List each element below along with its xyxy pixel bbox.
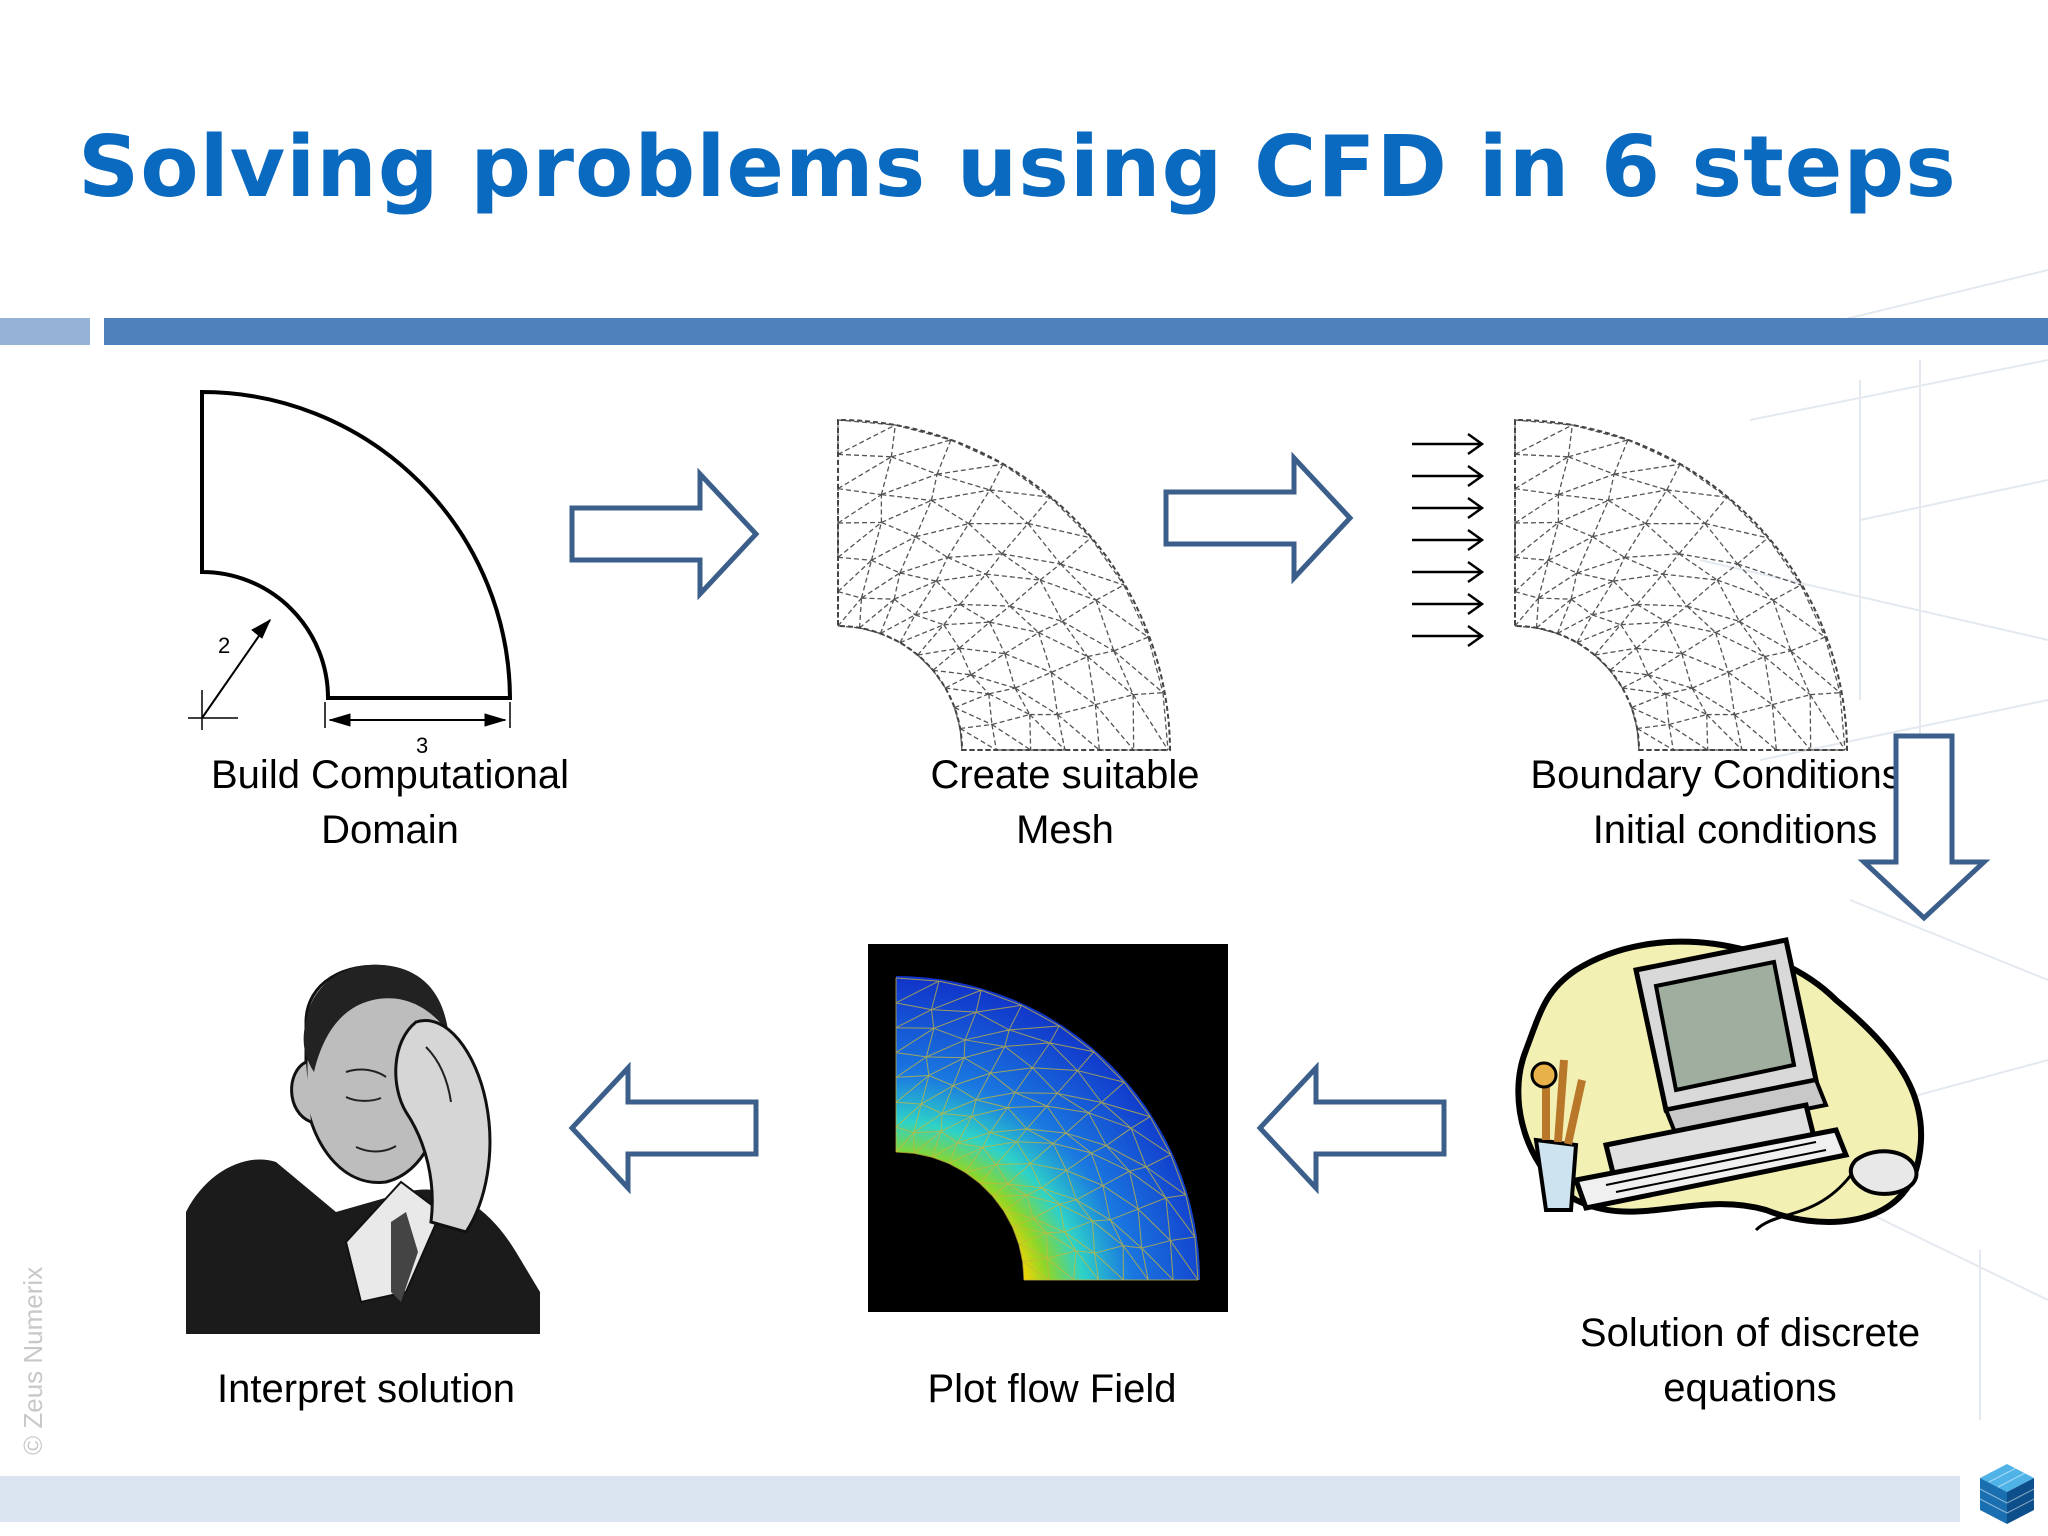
computational-domain-sketch: 2 3 <box>188 389 513 758</box>
arrow-down-icon <box>1857 733 1991 922</box>
step3-caption-line2: Initial conditions <box>1592 808 1878 852</box>
step4-caption-line1: Solution of discrete <box>1579 1311 1921 1355</box>
step4-caption: Solution of discrete equations <box>1530 1306 1970 1416</box>
arrow-left-icon <box>568 1061 759 1195</box>
step6-caption-line1: Interpret solution <box>217 1367 515 1411</box>
radius-label: 2 <box>218 633 230 658</box>
mesh-lines <box>837 419 1169 751</box>
step6-caption: Interpret solution <box>186 1362 546 1417</box>
arrow-right-icon <box>569 467 760 601</box>
step5-caption: Plot flow Field <box>862 1362 1242 1417</box>
step1-caption: Build Computational Domain <box>190 748 590 858</box>
domain-outline <box>200 389 513 700</box>
boundary-conditions-mesh <box>1514 418 1849 751</box>
mesh-diagram <box>837 418 1172 751</box>
footer-band <box>0 1476 1960 1522</box>
step5-caption-line1: Plot flow Field <box>927 1367 1177 1411</box>
mesh-lines <box>1514 419 1846 751</box>
step2-caption-line1: Create suitable <box>930 753 1200 797</box>
copyright-watermark: © Zeus Numerix <box>18 1266 48 1455</box>
step2-caption: Create suitable Mesh <box>860 748 1270 858</box>
arrow-left-icon <box>1256 1061 1447 1195</box>
flow-field-plot <box>868 944 1228 1312</box>
step1-caption-line2: Domain <box>321 808 459 852</box>
step3-caption-line1: Boundary Conditions & <box>1530 753 1940 797</box>
arrow-right-icon <box>1163 451 1354 585</box>
step1-caption-line1: Build Computational <box>211 753 569 797</box>
step4-caption-line2: equations <box>1663 1366 1837 1410</box>
title-band-accent <box>0 318 90 345</box>
computer-clipart <box>1515 937 1925 1232</box>
mesh-lines <box>895 977 1199 1281</box>
logo-cube-icon <box>1979 1464 2035 1524</box>
thinking-man-image <box>186 964 540 1334</box>
slide-title: Solving problems using CFD in 6 steps <box>78 118 1957 217</box>
title-band <box>104 318 2048 345</box>
inflow-arrows-icon <box>1412 432 1485 648</box>
width-label: 3 <box>416 733 428 758</box>
step3-caption: Boundary Conditions & Initial conditions <box>1500 748 1970 858</box>
step2-caption-line2: Mesh <box>1016 808 1114 852</box>
